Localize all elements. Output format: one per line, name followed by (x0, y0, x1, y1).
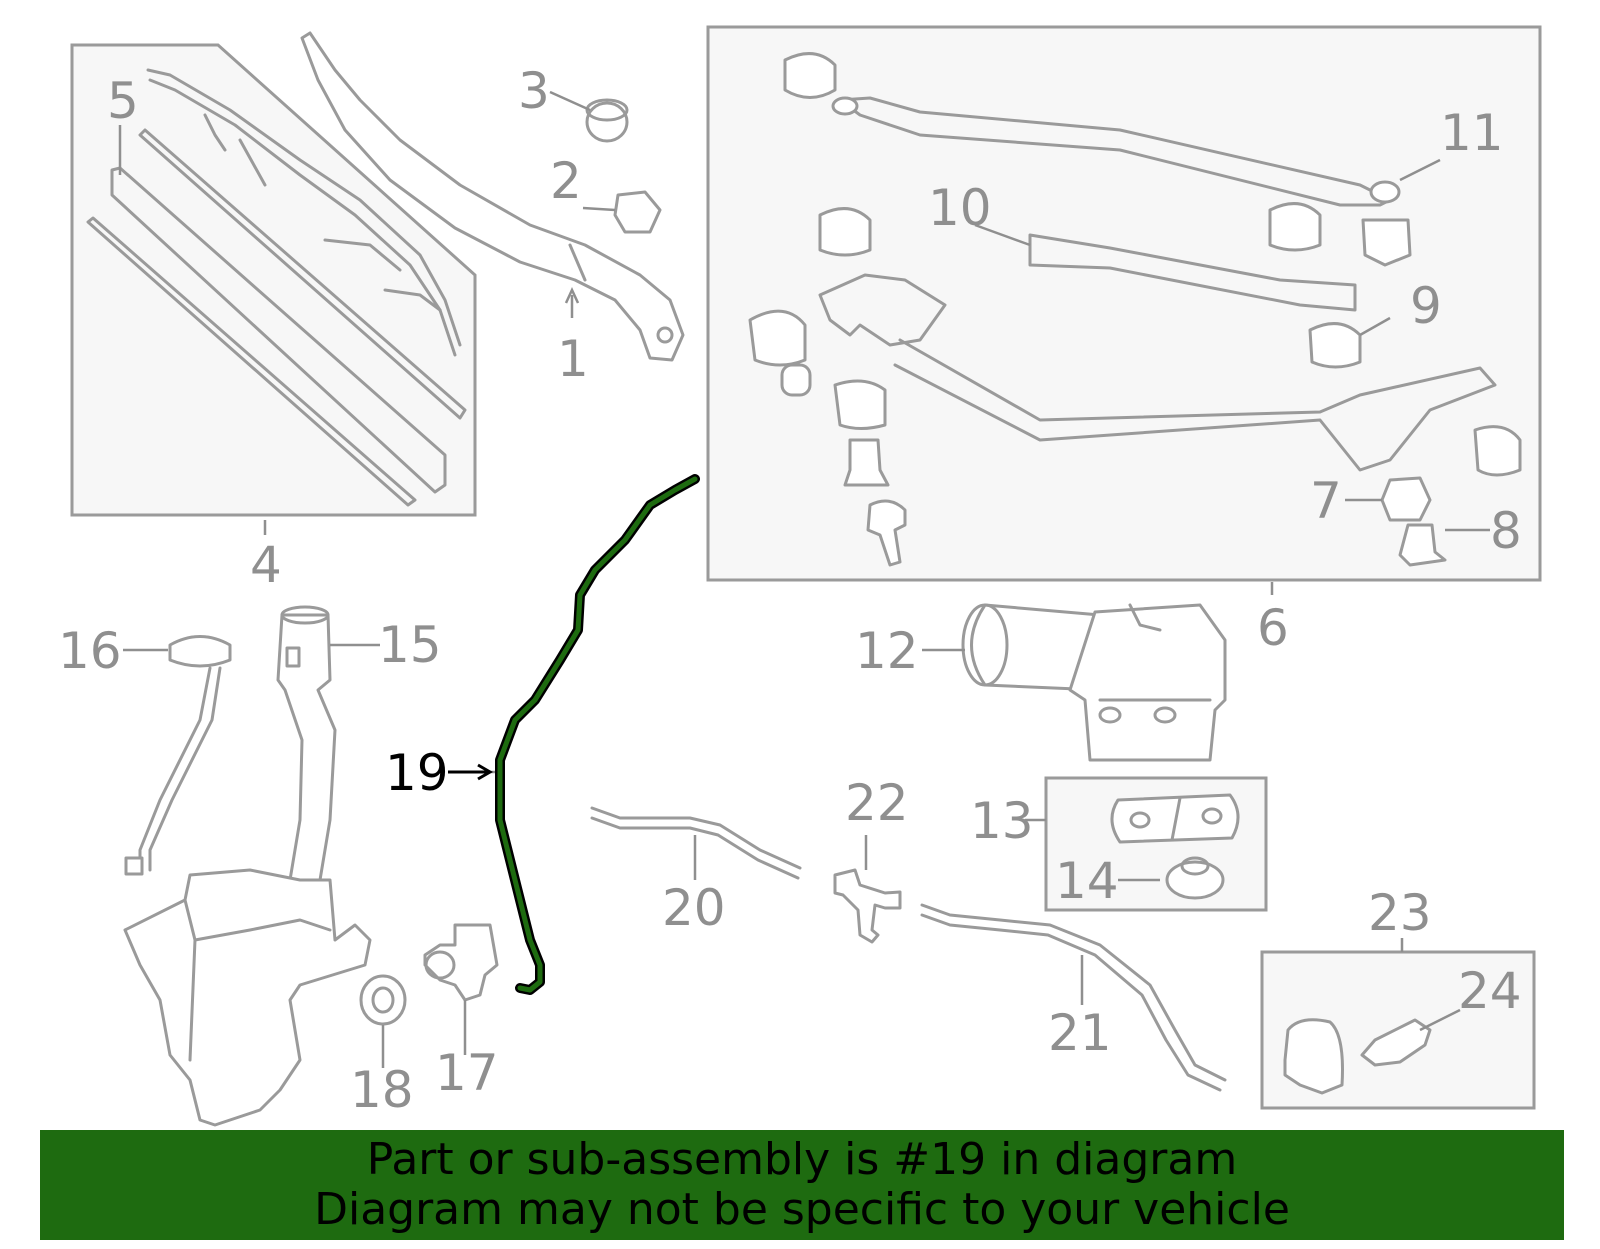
part-1-wiper-arm (300, 31, 685, 362)
part-20-hose (590, 806, 802, 880)
callout-9: 9 (1410, 277, 1442, 335)
part-23-nozzle (1283, 1018, 1344, 1095)
callout-5: 5 (107, 72, 139, 130)
part-17-washer-pump (423, 923, 499, 1002)
part-13-bracket (1110, 793, 1240, 844)
part-24-clip (1360, 1018, 1432, 1067)
callout-labels: 1 2 3 4 5 6 7 8 9 10 11 12 13 14 15 16 1… (58, 62, 1522, 1119)
part-22-connector (833, 868, 902, 944)
banner-line-2: Diagram may not be specific to your vehi… (314, 1184, 1290, 1235)
callout-12: 12 (855, 622, 919, 680)
part-3-cap (585, 98, 629, 143)
part-5-blade-frame (146, 68, 462, 357)
callout-11: 11 (1440, 104, 1504, 162)
callout-3: 3 (518, 62, 550, 120)
leader-lines (118, 90, 1490, 1068)
part-12-wiper-motor (961, 603, 1227, 762)
part-18-grommet (359, 974, 407, 1026)
callout-17: 17 (435, 1044, 499, 1102)
part-15-filler-neck (276, 605, 337, 882)
callout-22: 22 (845, 774, 909, 832)
callout-6: 6 (1257, 599, 1289, 657)
callout-10: 10 (928, 179, 992, 237)
callout-7: 7 (1310, 472, 1342, 530)
part-14-grommet (1165, 856, 1225, 900)
callout-19-arrow (448, 763, 493, 781)
callout-4: 4 (250, 536, 282, 594)
notice-banner: Part or sub-assembly is #19 in diagram D… (40, 1130, 1564, 1240)
callout-16: 16 (58, 622, 122, 680)
washer-reservoir (123, 868, 372, 1127)
callout-2: 2 (550, 152, 582, 210)
part-19-washer-hose-core (497, 476, 698, 993)
callout-13: 13 (970, 792, 1034, 850)
callout-20: 20 (662, 879, 726, 937)
callout-21: 21 (1048, 1004, 1112, 1062)
part-6-linkage (748, 52, 1522, 567)
callout-15: 15 (378, 616, 442, 674)
callout-24: 24 (1458, 962, 1522, 1020)
callout-8: 8 (1490, 502, 1522, 560)
part-2-nut (613, 190, 662, 234)
callout-1: 1 (557, 330, 589, 388)
part-21-hose (920, 903, 1227, 1092)
banner-line-1: Part or sub-assembly is #19 in diagram (366, 1134, 1238, 1185)
callout-23: 23 (1368, 884, 1432, 942)
callout-19-highlighted: 19 (385, 744, 449, 802)
part-16-tank-cap (124, 635, 232, 876)
callout-14: 14 (1055, 852, 1119, 910)
callout-18: 18 (350, 1061, 414, 1119)
